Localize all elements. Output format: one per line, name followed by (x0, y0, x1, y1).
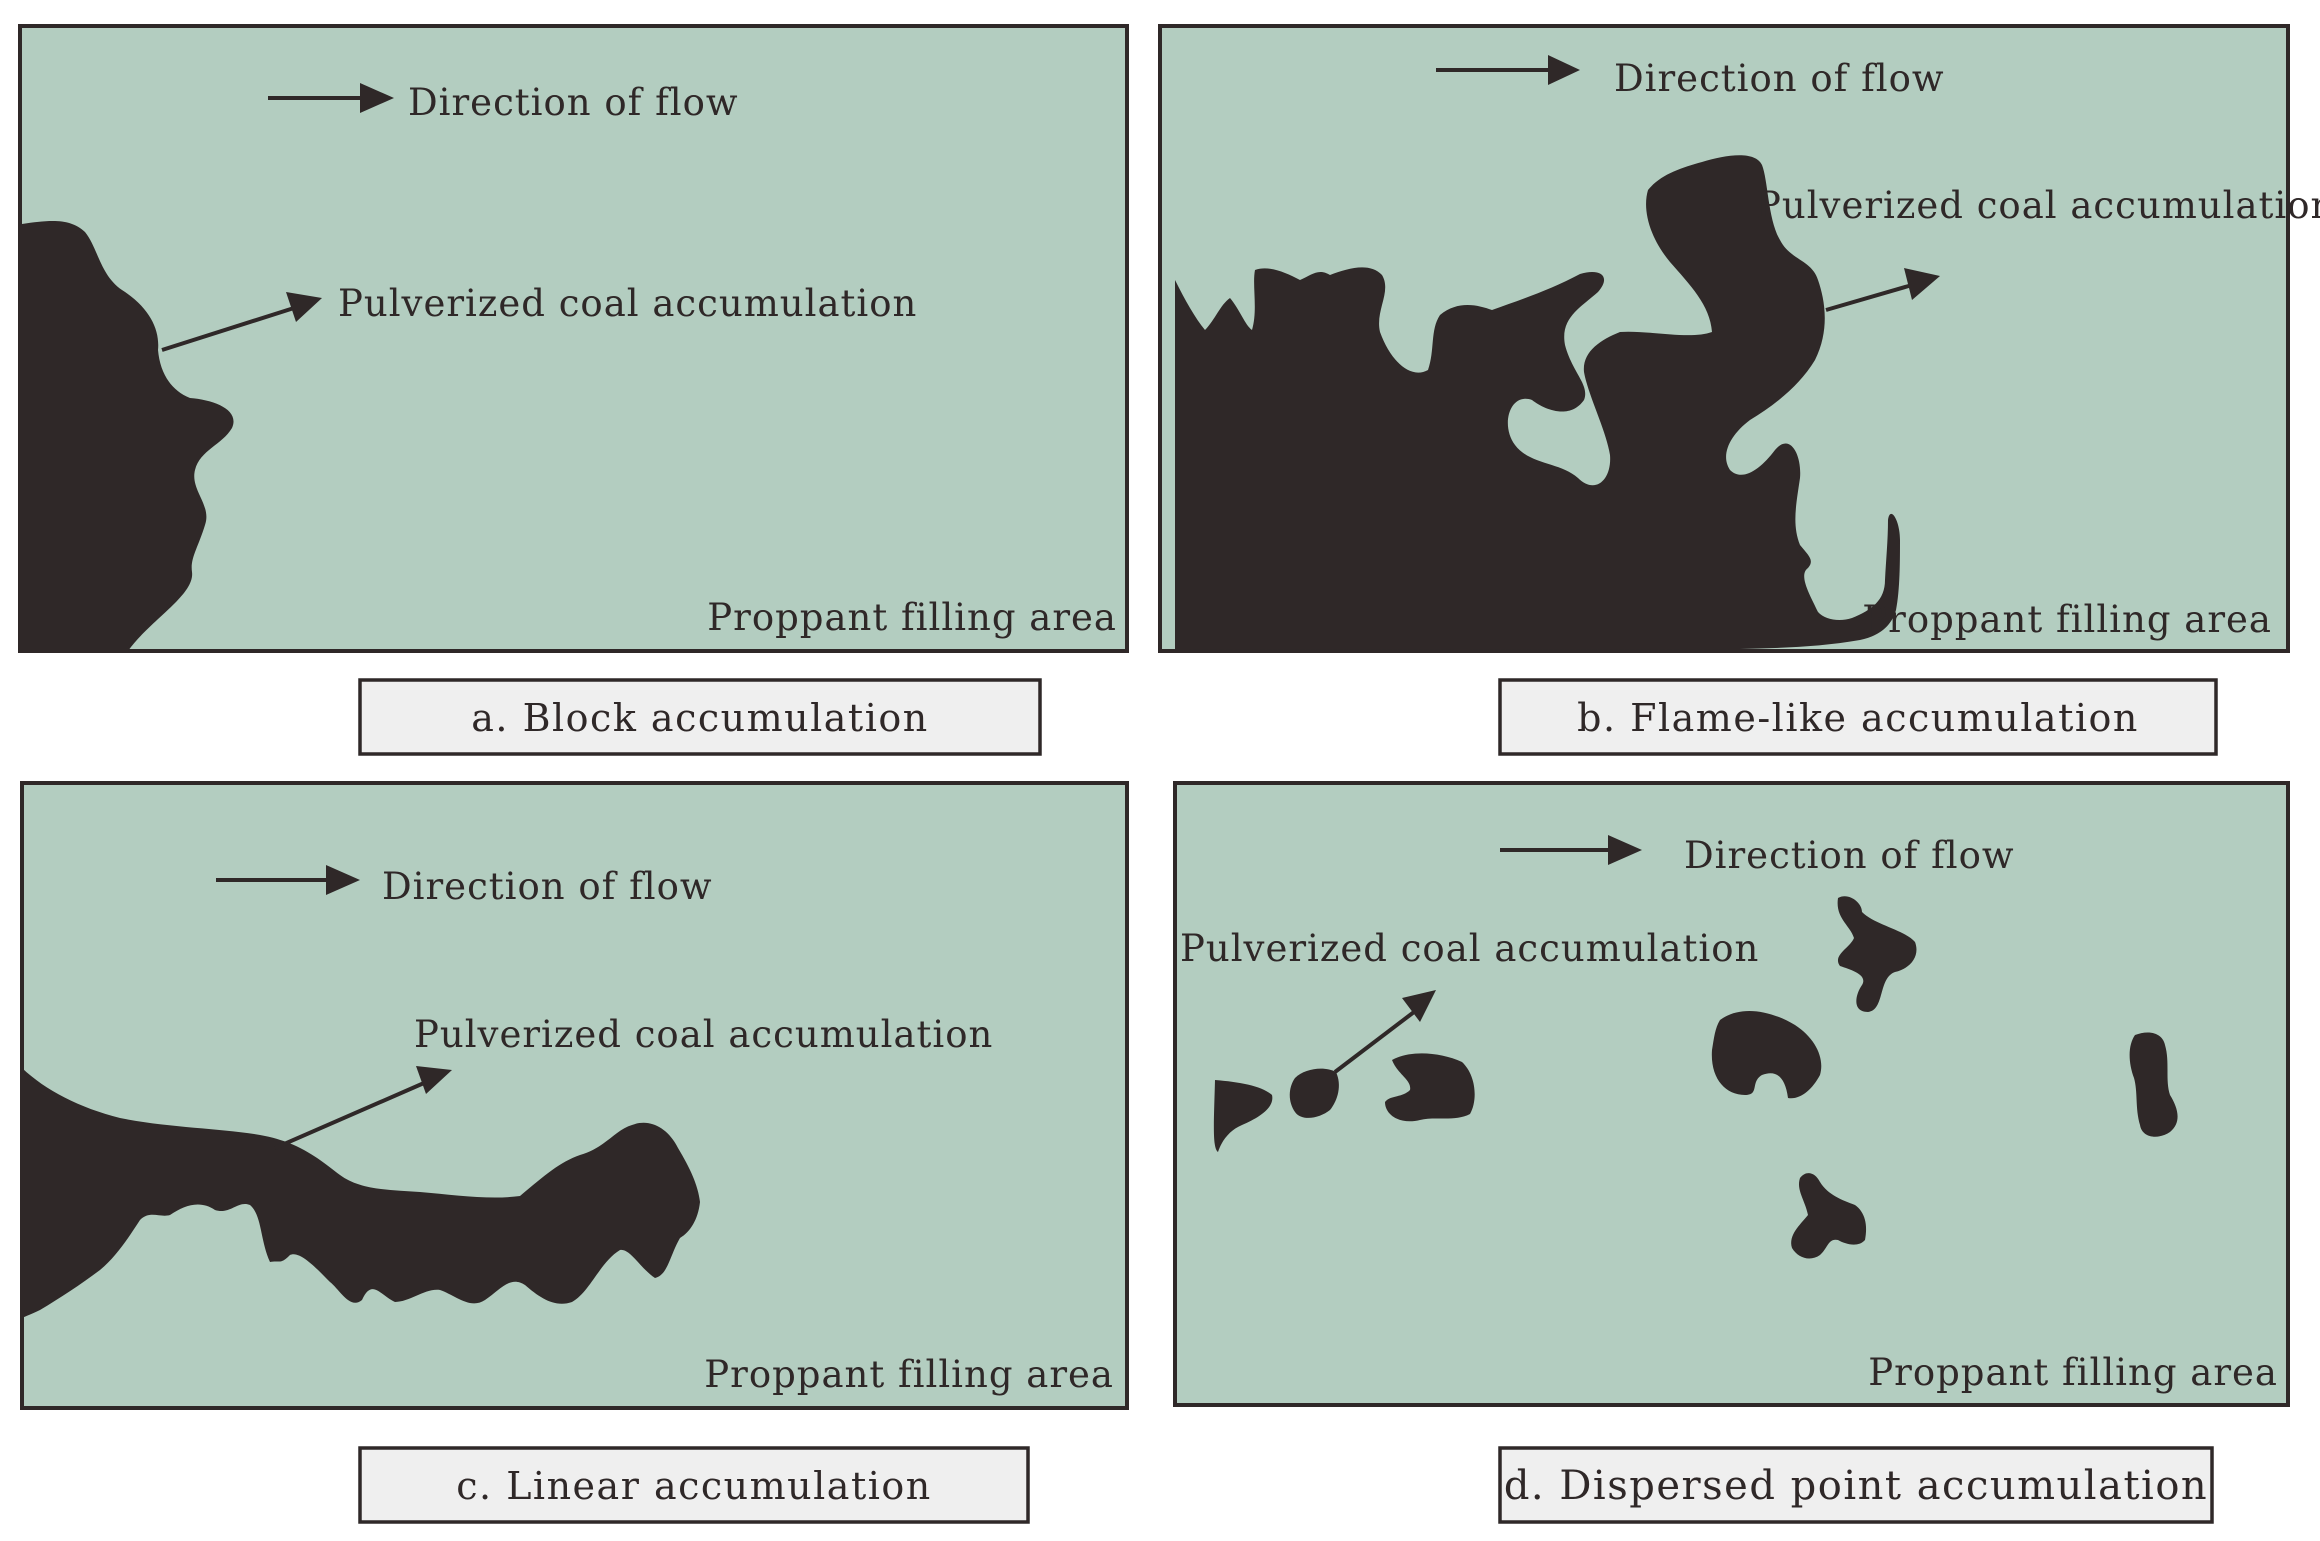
caption-c-text: c. Linear accumulation (456, 1464, 931, 1508)
panel-d-coal-spot (1837, 896, 1917, 1012)
panel-c-coal-linear (22, 1068, 700, 1318)
panel-d-flow-arrow-head (1608, 835, 1642, 865)
panel-c-pointer-arrow-shaft (274, 1081, 425, 1150)
panel-d-flow-label: Direction of flow (1684, 834, 2015, 877)
panel-a-pointer-arrow-head (286, 292, 322, 322)
panel-b-accumulation-label: Pulverized coal accumulation (1756, 184, 2320, 227)
caption-b-text: b. Flame-like accumulation (1577, 696, 2139, 740)
panel-d-coal-spot (2129, 1032, 2178, 1137)
panel-b-flow-arrow-head (1548, 55, 1580, 85)
panel-a: Direction of flow Pulverized coal accumu… (18, 24, 1129, 653)
panel-a-coal-block (22, 221, 234, 651)
panel-d-accumulation-label: Pulverized coal accumulation (1180, 927, 1759, 970)
caption-b: b. Flame-like accumulation (1498, 678, 2218, 756)
panel-d-coal-spot (1791, 1173, 1867, 1259)
panel-c-flow-arrow-head (326, 865, 360, 895)
panel-d-coal-spot (1289, 1068, 1339, 1118)
panel-c-area-label: Proppant filling area (704, 1353, 1114, 1396)
panel-a-area-label: Proppant filling area (707, 596, 1117, 639)
panel-c-flow-label: Direction of flow (382, 865, 713, 908)
caption-a-text: a. Block accumulation (471, 696, 928, 740)
panel-b-area-label: Proppant filling area (1862, 598, 2272, 641)
panel-a-flow-arrow-head (360, 83, 394, 113)
caption-a: a. Block accumulation (358, 678, 1042, 756)
panel-c-background (20, 781, 1129, 1410)
panel-b-flow-label: Direction of flow (1614, 57, 1945, 100)
panel-d-coal-spot (1385, 1053, 1475, 1122)
panel-d-pointer-arrow-shaft (1333, 1010, 1416, 1074)
panel-c-pointer-arrow-head (416, 1066, 452, 1094)
panel-d-area-label: Proppant filling area (1868, 1351, 2278, 1394)
caption-b-box (1498, 678, 2218, 756)
panel-d-coal-spot (1213, 1080, 1273, 1152)
caption-c-box (358, 1446, 1030, 1524)
panel-b-pointer-arrow-head (1904, 268, 1940, 300)
panel-a-pointer-arrow-shaft (161, 306, 295, 352)
panel-a-accumulation-label: Pulverized coal accumulation (338, 282, 917, 325)
caption-a-box (358, 678, 1042, 756)
caption-d-text: d. Dispersed point accumulation (1504, 1463, 2208, 1509)
caption-d-box (1498, 1446, 2214, 1524)
panel-a-flow-label: Direction of flow (408, 81, 739, 124)
panel-c: Direction of flow Pulverized coal accumu… (20, 781, 1129, 1410)
panel-b-coal-flame (1175, 155, 1900, 650)
panel-d-pointer-arrow-head (1402, 990, 1436, 1022)
panel-b-pointer-arrow-shaft (1825, 283, 1913, 312)
caption-c: c. Linear accumulation (358, 1446, 1030, 1524)
panel-d-coal-spot (1711, 1010, 1822, 1099)
caption-d: d. Dispersed point accumulation (1498, 1446, 2214, 1524)
panel-c-accumulation-label: Pulverized coal accumulation (414, 1013, 993, 1056)
panel-d-background (1173, 781, 2290, 1407)
panel-d: Direction of flow Pulverized coal accumu… (1173, 781, 2290, 1407)
panel-b: Direction of flow Pulverized coal accumu… (1158, 24, 2320, 653)
